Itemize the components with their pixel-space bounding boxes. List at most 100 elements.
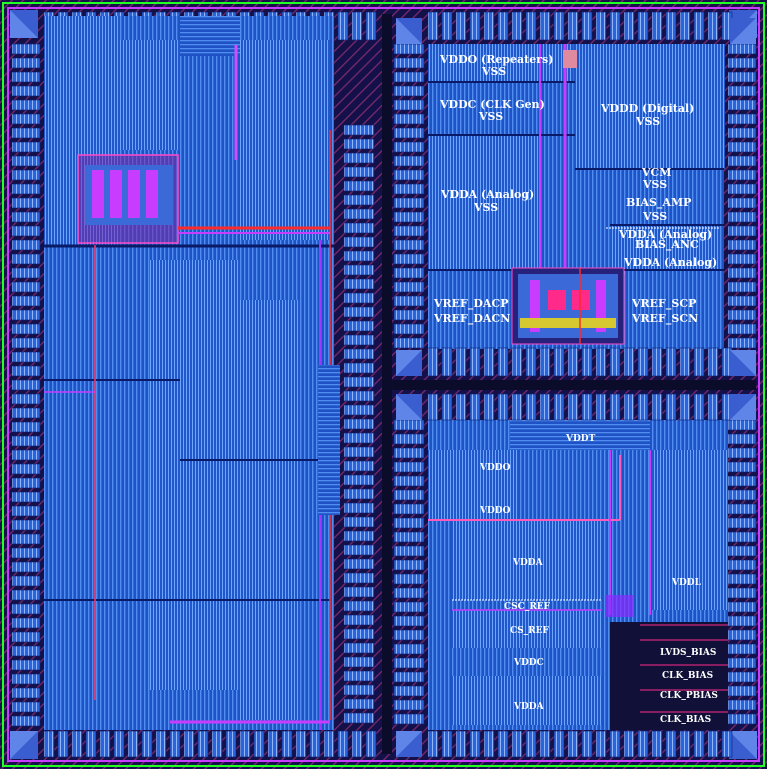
io-pad bbox=[727, 85, 757, 97]
io-pad bbox=[11, 351, 41, 363]
io-pad bbox=[393, 447, 425, 459]
io-pad bbox=[393, 419, 425, 431]
io-pad bbox=[727, 99, 757, 111]
io-pad bbox=[337, 11, 349, 41]
io-pad bbox=[581, 347, 593, 377]
io-pad bbox=[727, 685, 757, 697]
io-pad bbox=[651, 347, 663, 377]
label-clk-pbias: CLK_PBIAS bbox=[660, 691, 718, 701]
io-pad bbox=[393, 587, 425, 599]
io-pad bbox=[727, 183, 757, 195]
io-pad bbox=[483, 11, 495, 41]
io-pad bbox=[497, 11, 509, 41]
io-pad bbox=[11, 85, 41, 97]
label-vss-4: VSS bbox=[642, 178, 667, 191]
label-vdda-analog-3: VDDA (Analog) bbox=[623, 256, 717, 269]
io-pad bbox=[679, 347, 691, 377]
io-pad bbox=[393, 615, 425, 627]
io-pad bbox=[539, 393, 551, 421]
label-vddo-1: VDDO bbox=[479, 463, 511, 473]
io-pad bbox=[567, 730, 579, 758]
io-pad bbox=[43, 730, 55, 758]
io-pad bbox=[11, 323, 41, 335]
io-pad bbox=[343, 656, 375, 668]
io-pad bbox=[665, 730, 677, 758]
io-pad bbox=[727, 225, 757, 237]
io-pad bbox=[183, 730, 195, 758]
io-pads-bottom bbox=[43, 730, 733, 758]
io-pad bbox=[651, 393, 663, 421]
io-pad bbox=[595, 393, 607, 421]
label-vss-1: VSS bbox=[481, 65, 506, 78]
io-pad bbox=[581, 730, 593, 758]
io-pad bbox=[281, 730, 293, 758]
io-pads-inner-hmid-top bbox=[427, 347, 733, 377]
io-pad bbox=[365, 730, 377, 758]
io-pad bbox=[441, 347, 453, 377]
io-pads-inner-left bbox=[343, 124, 375, 724]
io-pad bbox=[393, 531, 425, 543]
io-pad bbox=[343, 586, 375, 598]
io-pad bbox=[393, 503, 425, 515]
io-pad bbox=[623, 393, 635, 421]
io-pad bbox=[567, 347, 579, 377]
io-pad bbox=[693, 11, 705, 41]
io-pad bbox=[727, 113, 757, 125]
io-pad bbox=[343, 166, 375, 178]
io-pad bbox=[651, 11, 663, 41]
bottom-right-quadrant bbox=[428, 420, 728, 730]
die-outline-inner bbox=[7, 7, 760, 762]
io-pad bbox=[525, 347, 537, 377]
io-pad bbox=[11, 393, 41, 405]
io-pad bbox=[343, 530, 375, 542]
io-pad bbox=[469, 730, 481, 758]
io-pad bbox=[727, 573, 757, 585]
io-pad bbox=[497, 347, 509, 377]
io-pad bbox=[393, 57, 425, 69]
io-pad bbox=[393, 127, 425, 139]
io-pad bbox=[343, 404, 375, 416]
io-pad bbox=[469, 393, 481, 421]
core-divider-h bbox=[386, 380, 756, 390]
io-pad bbox=[239, 730, 251, 758]
io-pad bbox=[11, 127, 41, 139]
io-pad bbox=[11, 141, 41, 153]
io-pad bbox=[155, 730, 167, 758]
io-pad bbox=[343, 292, 375, 304]
io-pad bbox=[11, 225, 41, 237]
io-pad bbox=[11, 491, 41, 503]
io-pad bbox=[727, 545, 757, 557]
io-pad bbox=[469, 347, 481, 377]
label-vddo-repeaters: VDDO (Repeaters) bbox=[439, 53, 553, 66]
io-pads-left bbox=[11, 43, 41, 727]
io-pad bbox=[11, 463, 41, 475]
io-pad bbox=[727, 267, 757, 279]
io-pad bbox=[727, 489, 757, 501]
io-pad bbox=[427, 730, 439, 758]
io-pad bbox=[623, 347, 635, 377]
io-pad bbox=[11, 379, 41, 391]
label-vdda-5: VDDA bbox=[513, 702, 545, 712]
io-pad bbox=[393, 461, 425, 473]
io-pad bbox=[197, 730, 209, 758]
io-pad bbox=[511, 730, 523, 758]
io-pad bbox=[393, 253, 425, 265]
io-pad bbox=[11, 673, 41, 685]
io-pad bbox=[727, 309, 757, 321]
io-pad bbox=[343, 320, 375, 332]
io-pad bbox=[351, 11, 363, 41]
label-vdda-analog-2: VDDA (Analog) bbox=[618, 228, 712, 241]
io-pad bbox=[393, 671, 425, 683]
io-pad bbox=[441, 730, 453, 758]
io-pad bbox=[727, 447, 757, 459]
io-pad bbox=[343, 614, 375, 626]
io-pad bbox=[553, 393, 565, 421]
io-pad bbox=[595, 730, 607, 758]
io-pad bbox=[539, 11, 551, 41]
io-pad bbox=[11, 589, 41, 601]
io-pad bbox=[665, 393, 677, 421]
io-pad bbox=[483, 347, 495, 377]
io-pad bbox=[693, 393, 705, 421]
io-pad bbox=[727, 503, 757, 515]
